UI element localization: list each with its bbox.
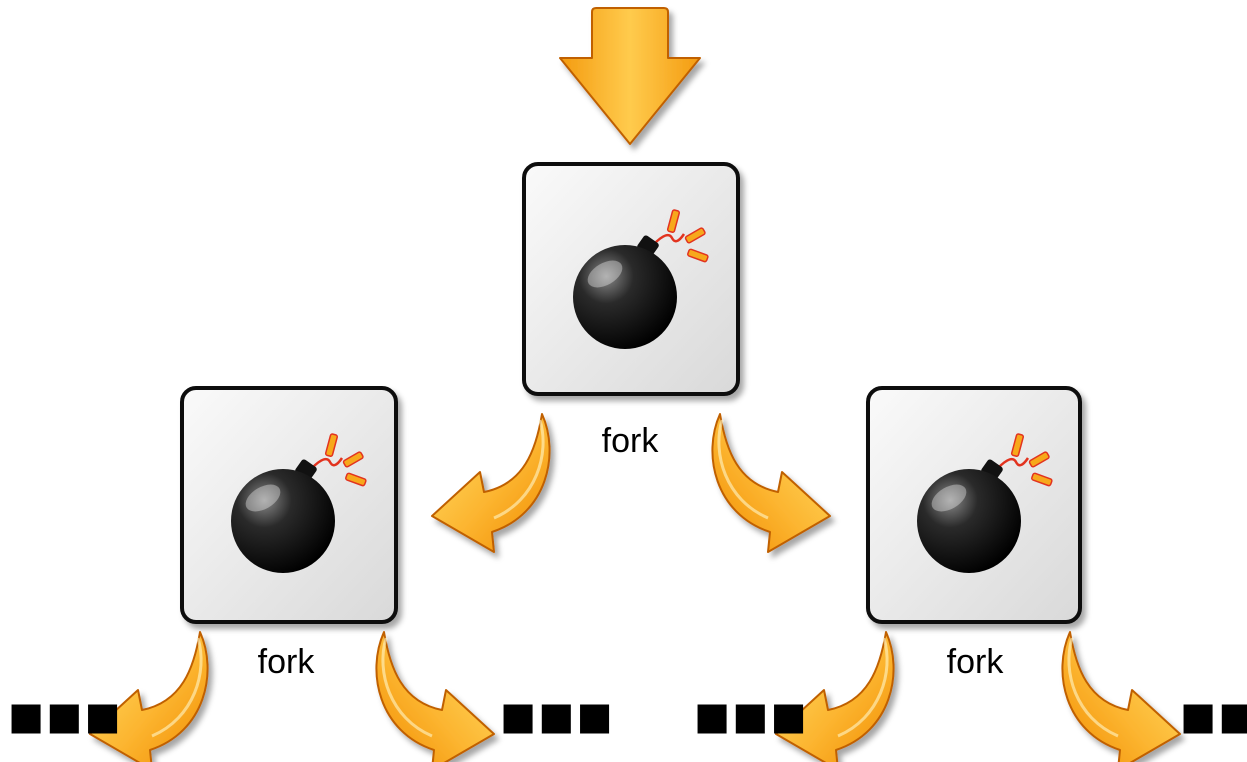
fork-label-root: fork: [602, 422, 660, 460]
fork-label-right: fork: [947, 643, 1005, 681]
fork-node-right: [866, 386, 1082, 624]
curved-arrow-icon: [1062, 632, 1180, 762]
fork-node-left: [180, 386, 398, 624]
fork-label-left: fork: [258, 643, 316, 681]
fork-node-root: [522, 162, 740, 396]
continuation-ellipsis: ■■■: [8, 683, 123, 750]
curved-arrow-icon: [430, 412, 552, 554]
continuation-ellipsis: ■■■: [1180, 683, 1247, 750]
continuation-ellipsis: ■■■: [500, 683, 615, 750]
curved-arrow-icon: [712, 414, 830, 552]
continuation-ellipsis: ■■■: [694, 683, 809, 750]
curved-arrow-icon: [376, 632, 494, 762]
down-arrow-icon: [559, 7, 701, 145]
